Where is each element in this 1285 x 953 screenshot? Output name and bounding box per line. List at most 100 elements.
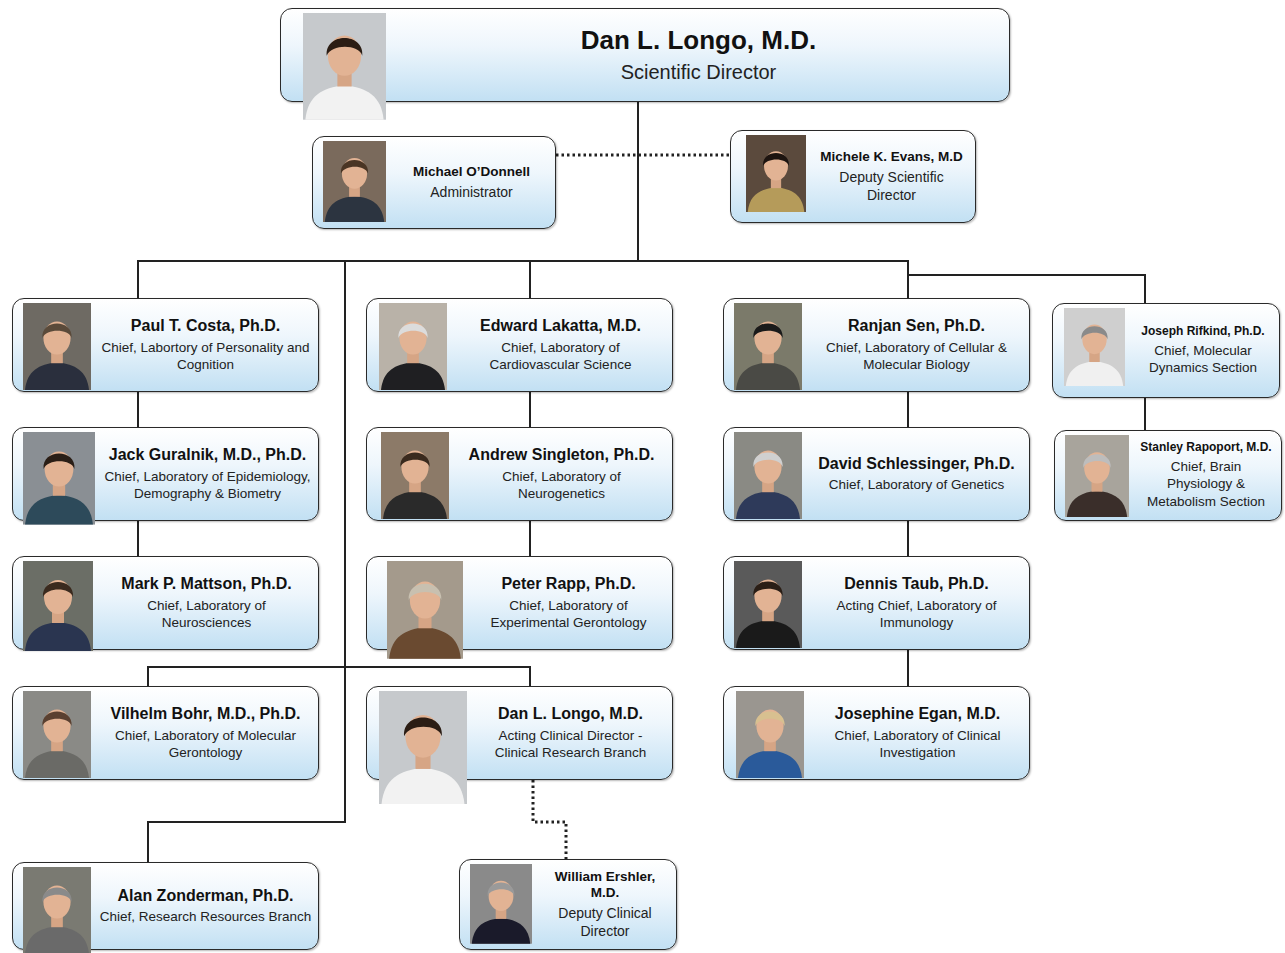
photo-background [734, 432, 802, 519]
person-name: David Schlessinger, Ph.D. [810, 454, 1023, 473]
photo-hair [404, 717, 442, 736]
photo-hair [327, 38, 363, 56]
portrait-photo [470, 864, 532, 944]
text-area: Mark P. Mattson, Ph.D.Chief, Laboratory … [99, 570, 318, 635]
photo-shoulders [472, 918, 530, 944]
job-title: Chief, Labortory of Personality and Cogn… [99, 339, 312, 374]
staff-box: Jack Guralnik, M.D., Ph.D. Chief, Laborat… [12, 427, 319, 521]
photo-shoulders [25, 362, 89, 390]
portrait-photo [381, 432, 449, 519]
photo-face [1082, 325, 1106, 355]
job-title: Chief, Laboratory of Epidemiology, Demog… [103, 468, 312, 503]
portrait-photo [1065, 435, 1129, 517]
photo-shoulders [389, 627, 461, 658]
staff-box: Mark P. Mattson, Ph.D.Chief, Laboratory … [12, 556, 319, 650]
person-name: William Ershler, M.D. [540, 869, 670, 901]
job-title: Chief, Laboratory of Clinical Investigat… [812, 727, 1023, 762]
reporting-line [1144, 398, 1146, 430]
job-title: Acting Clinical Director - Clinical Rese… [475, 727, 666, 762]
photo-hair [753, 581, 782, 596]
portrait-photo [1064, 308, 1125, 386]
person-name: Joseph Rifkind, Ph.D. [1133, 324, 1273, 338]
text-area: Paul T. Costa, Ph.D.Chief, Labortory of … [97, 312, 318, 377]
job-title: Chief, Brain Physiology & Metabolism Sec… [1137, 458, 1275, 511]
staff-box: David Schlessinger, Ph.D.Chief, Laborato… [723, 427, 1030, 521]
staff-box: Dennis Taub, Ph.D. Acting Chief, Laborato… [723, 556, 1030, 650]
staff-box: Stanley Rapoport, M.D.Chief, Brain Physi… [1054, 430, 1282, 521]
staff-box: Andrew Singleton, Ph.D.Chief, Laboratory… [366, 427, 673, 521]
portrait-photo [23, 303, 91, 390]
photo-shoulders [1067, 491, 1127, 518]
text-area: Alan Zonderman, Ph.D. Chief, Research Res… [97, 882, 318, 930]
staff-box: Dan L. Longo, M.D.Acting Clinical Direct… [366, 686, 673, 780]
photo-background [323, 141, 386, 222]
job-title: Chief, Laboratory of Molecular Gerontolo… [99, 727, 312, 762]
photo-background [379, 691, 467, 804]
text-area: Michele K. Evans, M.DDeputy Scientific D… [812, 145, 975, 209]
photo-hair [42, 323, 71, 338]
job-title: Chief, Laboratory of Neurosciences [101, 597, 312, 632]
photo-background [381, 432, 449, 519]
person-name: Peter Rapp, Ph.D. [471, 574, 666, 593]
photo-background [23, 303, 91, 390]
photo-background [734, 303, 802, 390]
dotted-connector [556, 154, 730, 157]
photo-hair [400, 452, 429, 467]
job-title: Chief, Molecular Dynamics Section [1133, 342, 1273, 377]
staff-box: Alan Zonderman, Ph.D. Chief, Research Res… [12, 862, 319, 950]
photo-background [23, 867, 91, 953]
photo-hair [753, 323, 782, 338]
person-name: Ranjan Sen, Ph.D. [810, 316, 1023, 335]
job-title: Deputy Clinical Director [540, 904, 670, 940]
text-area: Edward Lakatta, M.D.Chief, Laboratory of… [453, 312, 672, 377]
portrait-photo [303, 13, 386, 120]
reporting-line [138, 102, 638, 298]
reporting-line [529, 392, 531, 427]
reporting-line [907, 650, 909, 686]
photo-shoulders [25, 750, 89, 778]
job-title: Chief, Research Resources Branch [99, 908, 312, 926]
portrait-photo [387, 561, 463, 659]
photo-shoulders [1066, 361, 1124, 386]
photo-background [1064, 308, 1125, 386]
person-name: Dennis Taub, Ph.D. [810, 574, 1023, 593]
job-title: Acting Chief, Laboratory of Immunology [810, 597, 1023, 632]
photo-background [379, 303, 447, 390]
person-name: Alan Zonderman, Ph.D. [99, 886, 312, 905]
photo-background [734, 561, 802, 648]
staff-box: Joseph Rifkind, Ph.D. Chief, Molecular Dy… [1052, 303, 1280, 398]
photo-hair [763, 153, 789, 166]
photo-hair [755, 711, 784, 726]
photo-background [387, 561, 463, 659]
photo-background [1065, 435, 1129, 517]
photo-shoulders [382, 768, 465, 804]
person-name: Jack Guralnik, M.D., Ph.D. [103, 445, 312, 464]
portrait-photo [379, 691, 467, 804]
portrait-photo [23, 561, 93, 651]
photo-shoulders [325, 196, 384, 222]
job-title: Chief, Laboratory of Cellular & Molecula… [810, 339, 1023, 374]
staff-box: Peter Rapp, Ph.D.Chief, Laboratory of Ex… [366, 556, 673, 650]
reporting-line [907, 392, 909, 427]
portrait-photo [23, 432, 95, 525]
photo-hair [43, 582, 73, 597]
photo-hair [341, 160, 368, 174]
photo-background [303, 13, 386, 120]
portrait-photo [734, 303, 802, 390]
photo-shoulders [736, 491, 800, 519]
portrait-photo [23, 867, 91, 953]
portrait-photo [323, 141, 386, 222]
photo-hair [753, 452, 782, 467]
photo-hair [42, 711, 71, 726]
text-area: Vilhelm Bohr, M.D., Ph.D.Chief, Laborato… [97, 700, 318, 765]
person-name: Michele K. Evans, M.D [814, 149, 969, 165]
reporting-line [529, 521, 531, 556]
job-title: Chief, Laboratory of Neurogenetics [457, 468, 666, 503]
text-area: Dennis Taub, Ph.D. Acting Chief, Laborato… [808, 570, 1029, 635]
staff-box: Michele K. Evans, M.DDeputy Scientific D… [730, 130, 976, 223]
reporting-line [137, 521, 139, 556]
photo-face [342, 158, 367, 189]
photo-shoulders [25, 495, 93, 525]
staff-box: William Ershler, M.D.Deputy Clinical Dir… [459, 859, 677, 950]
